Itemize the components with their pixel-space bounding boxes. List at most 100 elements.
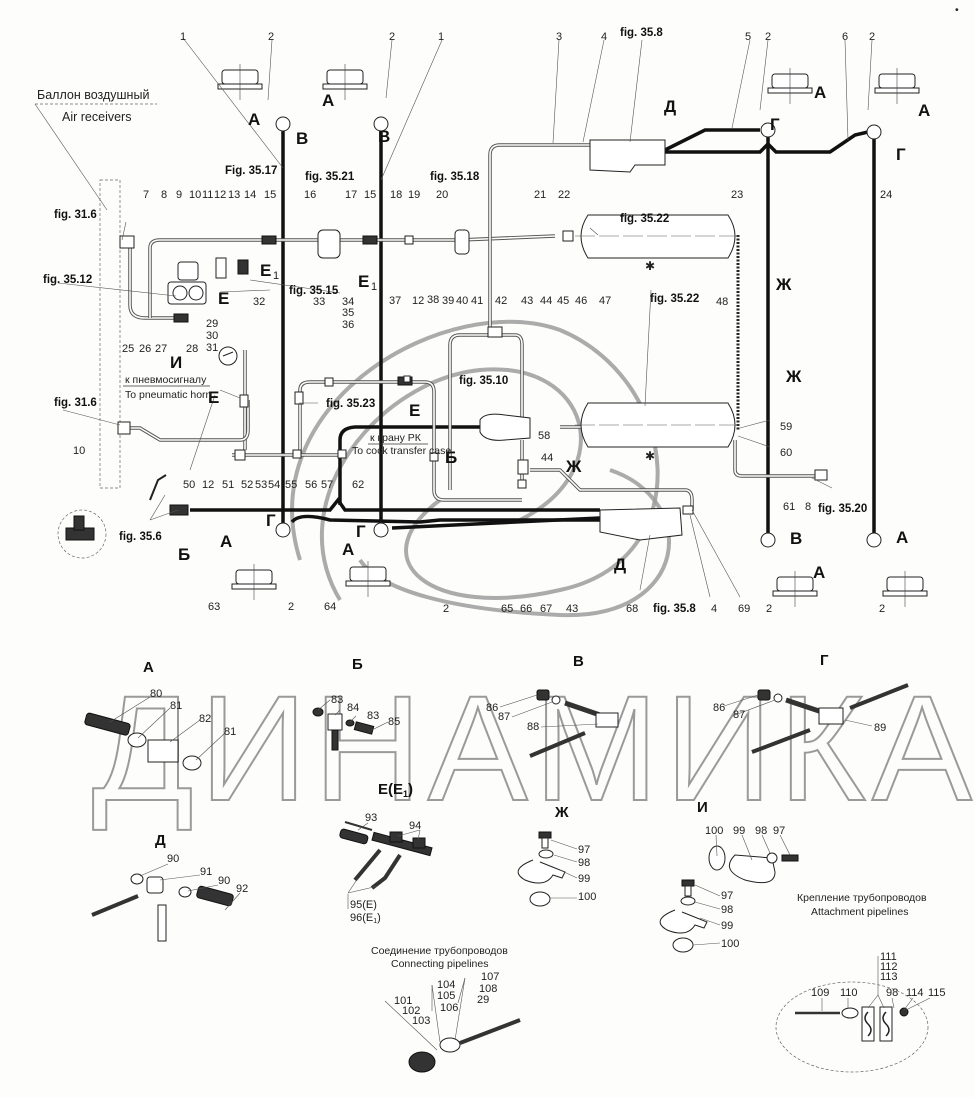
- part-label-right-3: 60: [780, 447, 792, 459]
- part-label-top-0: 1: [180, 31, 186, 43]
- brake-chamber: [767, 68, 813, 104]
- cock-callout: к крану РК To cock transfer case: [352, 432, 451, 457]
- zone-letter-i-23: И: [170, 353, 182, 372]
- part-label-left_low-6: 54: [268, 479, 280, 491]
- figure-ref-f35-22-mid: fig. 35.22: [650, 293, 699, 305]
- brake-chamber: [882, 571, 928, 607]
- pressure-gauge: [218, 346, 238, 366]
- part-95: 95(Е): [350, 899, 377, 911]
- part-label-left_low-8: 56: [305, 479, 317, 491]
- part-88: 88: [527, 721, 539, 733]
- attachment-title-en: Attachment pipelines: [811, 906, 908, 918]
- unit-35-21: [317, 229, 341, 259]
- part-label-row1-11: 15: [364, 189, 376, 201]
- part-90: 90: [167, 853, 179, 865]
- part-label-row1-10: 17: [345, 189, 357, 201]
- connecting-title-ru: Соединение трубопроводов: [371, 945, 508, 957]
- detail-e-title: Е(Е1): [378, 781, 413, 799]
- part-112: 112: [880, 961, 898, 973]
- part-label-row1-0: 7: [143, 189, 149, 201]
- part-label-top-9: 2: [869, 31, 875, 43]
- figure-ref-f35-12: fig. 35.12: [43, 274, 92, 286]
- part-label-left_low-5: 53: [255, 479, 267, 491]
- part-label-bottom-0: 63: [208, 601, 220, 613]
- part-label-row1-5: 12: [214, 189, 226, 201]
- brake-chamber: [772, 571, 818, 607]
- valve-14: [237, 259, 249, 275]
- brake-chamber: [322, 64, 368, 100]
- part-93: 93: [365, 812, 377, 824]
- figure-ref-f35-17: Fig. 35.17: [225, 165, 277, 177]
- brake-chamber: [345, 561, 391, 597]
- part-90b: 90: [218, 875, 230, 887]
- zone-letter-a-4: А: [220, 532, 232, 551]
- detail-zh-parts: [517, 831, 578, 907]
- watermark: ДИНАМИКА 76: [92, 664, 974, 832]
- zone-letter-zh-20: Ж: [775, 275, 792, 294]
- part-label-row3-4: 37: [389, 295, 401, 307]
- part-label-row3-7: 39: [442, 295, 454, 307]
- part-label-row1-8: 15: [264, 189, 276, 201]
- part-83: 83: [331, 694, 343, 706]
- detail-a-title: А: [143, 659, 154, 676]
- part-108: 108: [479, 983, 497, 995]
- zone-letter-zh-22: Ж: [565, 457, 582, 476]
- zone-letter-e-19: Е: [409, 401, 420, 420]
- brake-chamber: [874, 68, 920, 104]
- attachment-title-ru: Крепление трубопроводов: [797, 892, 927, 904]
- zone-letter-be-24: Б: [445, 448, 457, 467]
- part-99-i2: 99: [721, 920, 733, 932]
- part-label-right-1: 44: [541, 452, 553, 464]
- part-label-top-1: 2: [268, 31, 274, 43]
- zone-letter-e1-sub-0: 1: [273, 270, 279, 282]
- part-98-i: 98: [755, 825, 767, 837]
- part-106: 106: [440, 1002, 458, 1014]
- part-111: 111: [880, 951, 897, 963]
- part-91: 91: [200, 866, 212, 878]
- receiver-label-ru: Баллон воздушный: [37, 88, 149, 102]
- zone-letter-e-17: Е: [218, 289, 229, 308]
- part-label-row2-5: 30: [206, 330, 218, 342]
- brake-valve-top: [589, 139, 666, 173]
- zone-letter-b-9: В: [790, 529, 802, 548]
- transfer-cock-62: [57, 509, 107, 559]
- part-label-right-0: 58: [538, 430, 550, 442]
- part-label-bottom-11: 2: [766, 603, 772, 615]
- brake-chambers: [217, 64, 928, 607]
- detail-i-title: И: [697, 799, 708, 816]
- part-label-row3-9: 41: [471, 295, 483, 307]
- part-label-left_low-2: 12: [202, 479, 214, 491]
- part-label-row3-12: 44: [540, 295, 552, 307]
- pressure-regulator-35-12: [167, 261, 207, 305]
- part-102: 102: [402, 1005, 420, 1017]
- connecting-title-en: Connecting pipelines: [391, 958, 488, 970]
- part-label-bottom-10: 69: [738, 603, 750, 615]
- part-82: 82: [199, 713, 211, 725]
- part-label-row1-17: 23: [731, 189, 743, 201]
- part-114: 114: [906, 987, 924, 999]
- part-label-row1-7: 14: [244, 189, 256, 201]
- part-87: 87: [498, 711, 510, 723]
- drain-valve-icon: ✱: [645, 449, 655, 463]
- part-label-top-2: 2: [389, 31, 395, 43]
- part-97-i2: 97: [721, 890, 733, 902]
- part-label-left_low-4: 52: [241, 479, 253, 491]
- detail-views: А 80 81 82 81 Б 83 84 8: [84, 652, 909, 953]
- part-115: 115: [928, 987, 946, 999]
- connecting-pipelines: Соединение трубопроводов Connecting pipe…: [371, 945, 521, 1073]
- figure-ref-f35-20: fig. 35.20: [818, 503, 867, 515]
- zone-letter-a-2: А: [814, 83, 826, 102]
- part-label-top-8: 6: [842, 31, 848, 43]
- horn-callout: к пневмосигналу To pneumatic horn: [123, 374, 212, 401]
- components: ✱ ✱: [57, 116, 882, 559]
- part-96: 96(Е1): [350, 912, 381, 925]
- part-label-left_low-10: 62: [352, 479, 364, 491]
- figure-ref-f35-18: fig. 35.18: [430, 171, 480, 183]
- zone-letter-g-14: Г: [356, 522, 366, 541]
- part-label-top-6: 5: [745, 31, 751, 43]
- figure-ref-f31-6-top: fig. 31.6: [54, 209, 97, 221]
- detail-e-parts: [339, 821, 433, 909]
- part-label-left_low-1: 50: [183, 479, 195, 491]
- part-label-row1-2: 9: [176, 189, 182, 201]
